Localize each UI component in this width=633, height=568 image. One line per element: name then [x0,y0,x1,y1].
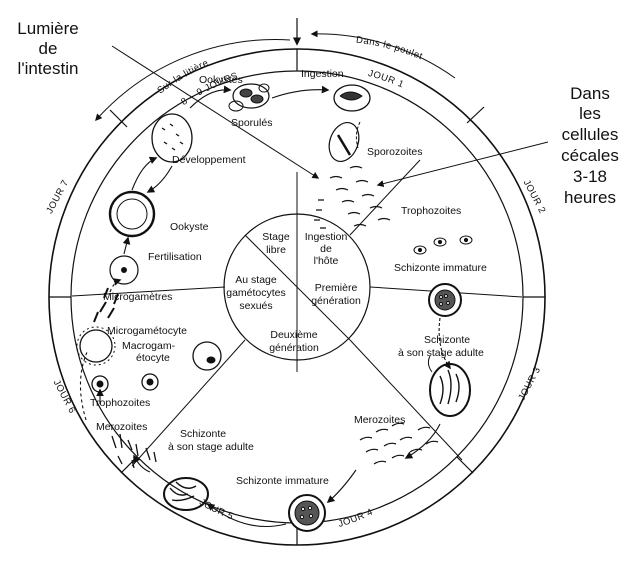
label-schizonte-immature-bottom: Schizonte immature [236,475,329,487]
label-macrogam-1: Macrogam- [122,340,176,352]
label-macrogam-2: étocyte [136,352,170,364]
rim-jour-2: JOUR 2 [521,178,548,216]
label-trophozoites-left: Trophozoites [90,397,150,409]
label-schizonte-immature-right: Schizonte immature [394,262,487,274]
rim-jour-7: JOUR 7 [44,178,71,216]
label-developpement: Développement [172,154,246,166]
cecal-label-1: Dans [570,84,610,103]
center-deuxieme-2: génération [269,342,319,354]
center-deuxieme-1: Deuxième [270,329,317,341]
mature-schizont-left-illustration [164,478,208,510]
label-schizonte-adulte-right-2: à son stage adulte [398,347,484,359]
center-gametocytes-3: sexués [239,300,272,312]
immature-schizont-bottom-illustration [289,495,325,531]
center-stage-libre-1: Stage [262,231,290,243]
rim-jour-6: JOUR 6 [51,378,78,416]
trophozoites-right-illustration [414,236,472,254]
label-schizonte-adulte-left-2: à son stage adulte [168,441,254,453]
cecal-label-2: les [579,104,601,123]
label-ookystes: Ookystes [199,74,243,86]
cecal-label-4: cécales [561,146,619,165]
rim-jour-3: JOUR 3 [516,365,543,403]
macrogametocyte-illustration [193,342,221,370]
center-stage-libre-2: libre [266,244,286,256]
ingestion-illustration [324,85,370,166]
cecal-label-6: heures [564,188,616,207]
rim-jour-4: JOUR 4 [337,507,375,530]
label-sporules: Sporulés [231,117,272,129]
label-ookyste: Ookyste [170,221,209,233]
label-schizonte-adulte-left-1: Schizonte [180,428,226,440]
center-premiere-2: génération [311,295,361,307]
oocyst-illustration [110,192,154,236]
label-merozoites-right: Merozoites [354,414,405,426]
cecal-label-3: cellules [562,125,619,144]
cecal-label-5: 3-18 [573,167,607,186]
lumiere-label-1: Lumière [17,19,78,38]
trophozoites-left-illustration [92,374,158,392]
sporozoites-illustration [314,167,390,229]
fertilisation-illustration [110,256,138,284]
label-microgametes: Microgamètres [103,291,172,303]
mature-schizont-right-illustration [428,356,470,416]
merozoites-right-illustration [360,423,438,464]
center-ingestion-1: Ingestion [305,231,348,243]
center-ingestion-3: l'hôte [314,255,339,267]
lumiere-label-3: l'intestin [18,59,79,78]
lumiere-label-2: de [39,39,58,58]
immature-schizont-right-illustration [429,284,461,316]
label-ingestion: Ingestion [301,68,344,80]
label-sporozoites: Sporozoites [367,146,422,158]
sporulated-oocysts-illustration [229,84,269,111]
center-ingestion-2: de [320,243,332,255]
label-microgametocyte: Microgamétocyte [107,325,187,337]
label-fertilisation: Fertilisation [148,251,202,263]
label-schizonte-adulte-right-1: Schizonte [424,334,470,346]
center-gametocytes-1: Au stage [235,274,277,286]
label-merozoites-left: Merozoites [96,421,147,433]
center-gametocytes-2: gamétocytes [226,287,286,299]
center-premiere-1: Première [315,282,358,294]
merozoites-left-illustration [112,434,156,468]
label-trophozoites-right: Trophozoites [401,205,461,217]
